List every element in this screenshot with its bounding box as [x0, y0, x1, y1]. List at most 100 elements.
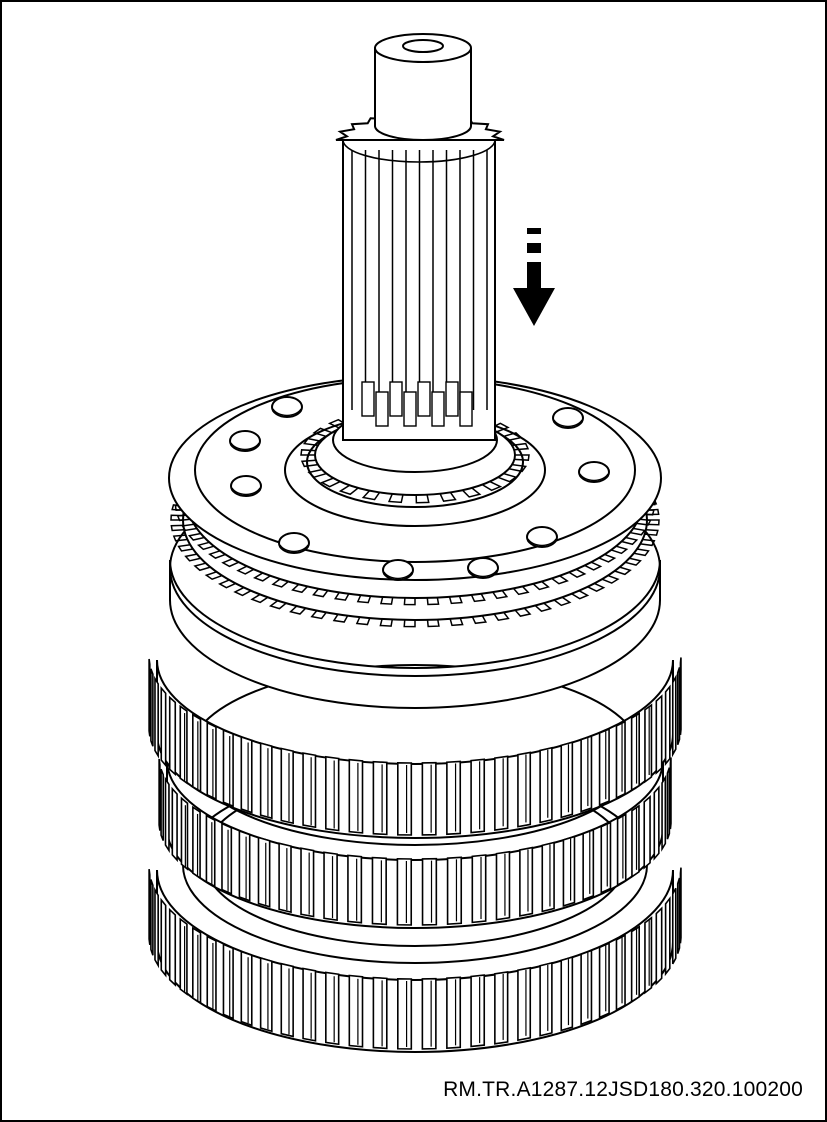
shaft-step-tooth: [375, 391, 389, 427]
middle-gear-teeth-tooth: [582, 828, 595, 901]
lower-gear-teeth-tooth: [206, 935, 217, 1013]
middle-gear-teeth: [158, 757, 672, 929]
lower-gear-teeth-tooth: [598, 942, 610, 1019]
shaft-step-tooth: [459, 391, 473, 427]
lower-gear-teeth-tooth: [325, 971, 340, 1046]
shaft-step-tooth: [431, 391, 445, 427]
upper-gear-teeth: [148, 657, 682, 839]
lower-gear-teeth-tooth: [630, 925, 640, 1004]
hub-spline-ring-tooth: [514, 454, 530, 461]
lower-gear-teeth-tooth: [259, 956, 273, 1033]
synchro-crown-upper-tooth: [636, 518, 652, 526]
lower-gear-teeth-tooth: [372, 976, 388, 1050]
upper-gear-teeth-tooth: [580, 734, 593, 813]
hub-spline-ring-tooth: [481, 480, 503, 492]
synchro-crown-lower-tooth: [449, 617, 464, 627]
lower-gear-teeth-tooth: [615, 934, 626, 1012]
middle-gear-teeth-tooth: [371, 856, 387, 926]
middle-gear-teeth-tooth: [446, 856, 463, 926]
synchro-crown-upper-tooth: [356, 594, 372, 604]
shaft-step-tooth: [445, 381, 459, 417]
middle-gear-teeth-tooth: [643, 795, 651, 870]
lower-gear-teeth-tooth: [348, 974, 364, 1048]
hub-spline-ring-tooth: [300, 449, 316, 456]
synchro-crown-lower-tooth: [355, 616, 371, 626]
upper-gear-teeth-tooth: [655, 694, 663, 775]
middle-gear-teeth-tooth: [205, 814, 216, 888]
upper-gear-teeth-tooth: [150, 668, 154, 747]
synchro-ring-body: [169, 559, 661, 709]
synchro-crown-lower-tooth: [614, 566, 632, 576]
synchro-crown-lower-tooth: [332, 613, 349, 623]
synchro-crown-lower-tooth: [644, 529, 659, 536]
lower-gear-teeth-tooth: [150, 879, 154, 956]
synchro-crown-lower-tooth: [310, 610, 327, 620]
synchro-crown-upper-tooth: [568, 568, 587, 578]
lower-gear-teeth-tooth: [280, 962, 294, 1038]
lower-gear-teeth-tooth: [222, 943, 234, 1020]
lower-gear-teeth-tooth: [679, 867, 682, 944]
lower-gear-teeth-tooth: [168, 907, 177, 987]
synchro-crown-upper-tooth: [333, 592, 350, 601]
synchro-crown-upper-tooth: [584, 561, 603, 571]
synchro-crown-lower-tooth: [218, 579, 236, 589]
hub-spline-ring-tooth: [439, 491, 457, 502]
bolt-hole-depth: [468, 569, 498, 578]
synchro-crown-upper-tooth: [629, 527, 647, 536]
bolt-hole: [526, 526, 558, 548]
synchro-crown-upper-tooth: [236, 565, 255, 575]
lower-gear-teeth-tooth: [302, 967, 317, 1042]
synchro-crown-upper-tooth: [291, 583, 309, 594]
shaft-step-tooth: [403, 391, 417, 427]
upper-gear-teeth-tooth: [630, 712, 640, 792]
hub-spline-ring-tooth: [415, 494, 430, 504]
synchro-crown-lower-tooth: [250, 593, 269, 604]
bolt-hole-depth: [272, 408, 302, 417]
synchro-crown-lower-tooth: [193, 562, 211, 572]
synchro-crown-lower-tooth: [204, 571, 223, 581]
synchro-crown-lower-tooth: [601, 574, 620, 584]
pilot-cylinder: [374, 48, 472, 141]
middle-gear-teeth-tooth: [669, 757, 672, 830]
middle-gear-teeth-tooth: [519, 846, 534, 917]
lower-gear-teeth-tooth: [148, 869, 151, 945]
lower-gear-teeth-tooth: [517, 966, 532, 1042]
arrow-head: [513, 288, 555, 326]
hub-spline-ring-tooth: [511, 442, 530, 451]
synchro-crown-upper-tooth: [221, 558, 240, 568]
bolt-hole-depth: [231, 487, 261, 496]
upper-gear-teeth-tooth: [644, 703, 653, 784]
upper-gear-teeth-tooth: [397, 761, 413, 836]
synchro-crown-lower-tooth: [646, 519, 660, 526]
splined-shaft: [335, 33, 505, 441]
middle-gear-teeth-tooth: [323, 851, 338, 922]
synchro-crown-upper-tooth: [187, 532, 205, 541]
upper-gear-teeth-tooth: [206, 721, 217, 801]
upper-gear-teeth-tooth: [372, 760, 388, 836]
middle-gear-teeth-tooth: [257, 836, 271, 908]
synchro-crown-lower-tooth: [633, 548, 650, 557]
bolt-hole: [382, 559, 414, 581]
bolt-hole: [230, 475, 262, 497]
synchro-crown-upper-tooth: [426, 597, 440, 606]
synchro-crown-lower-tooth: [268, 600, 287, 610]
upper-gear-teeth-tooth: [664, 684, 671, 767]
synchro-crown-upper-tooth: [512, 585, 530, 596]
bolt-hole: [467, 557, 499, 579]
upper-gear-teeth-tooth: [517, 751, 532, 828]
synchro-crown-lower-tooth: [172, 534, 188, 542]
hub-spline-ring-tooth: [462, 487, 482, 498]
synchro-crown-upper-tooth: [492, 590, 509, 600]
synchro-crown-lower-tooth: [403, 619, 416, 628]
shaft-spline-front: [342, 139, 496, 163]
lower-gear-teeth-tooth: [154, 886, 159, 969]
middle-gear-teeth-tooth: [616, 813, 627, 887]
upper-gear-teeth-tooth: [671, 674, 677, 758]
middle-gear-teeth-tooth: [541, 841, 555, 913]
synchro-crown-lower-tooth: [625, 557, 642, 566]
lower-gear-teeth-tooth: [160, 897, 167, 978]
middle-gear-teeth-tooth: [562, 835, 576, 907]
synchro-crown-upper-tooth: [551, 575, 569, 585]
middle-gear-teeth-tooth: [180, 796, 189, 871]
